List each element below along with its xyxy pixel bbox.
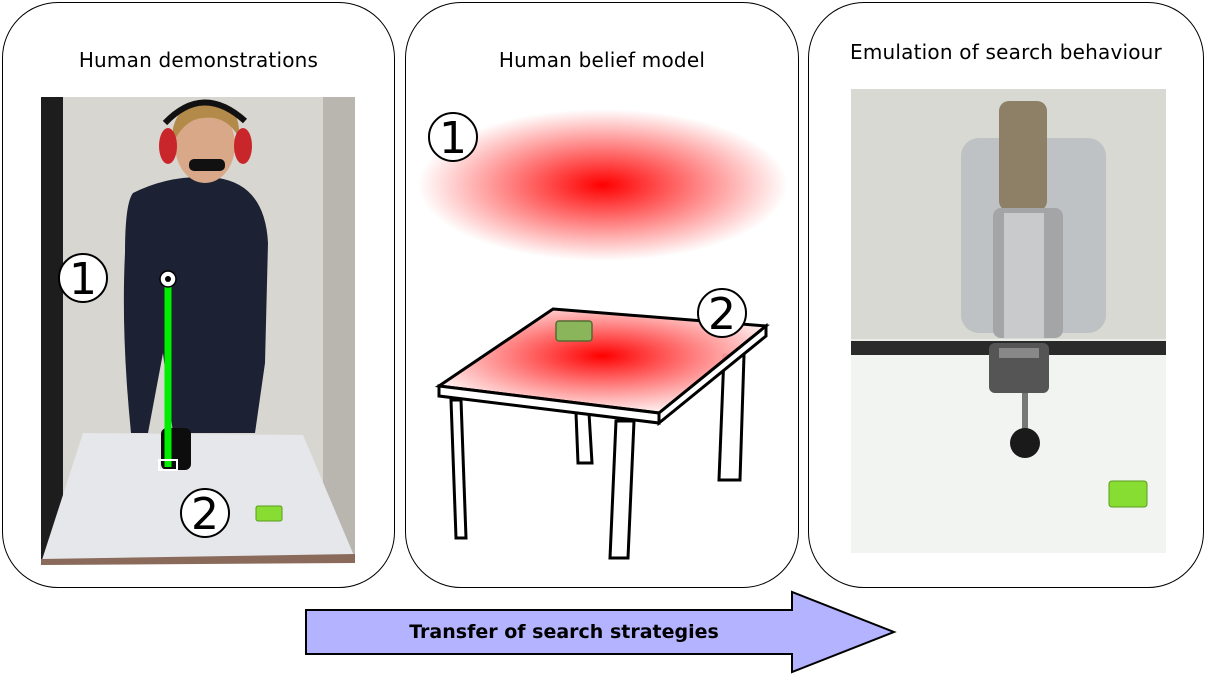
belief-diagram: 1 2 — [418, 109, 788, 560]
svg-text:1: 1 — [69, 254, 97, 305]
marker-2: 2 — [180, 488, 230, 540]
marker-2: 2 — [697, 288, 747, 340]
panel-title: Human belief model — [498, 48, 706, 72]
panel-emulation-search: Emulation of search behaviour — [808, 2, 1204, 588]
panel-title: Emulation of search behaviour — [850, 40, 1162, 64]
marker-1: 1 — [58, 253, 108, 305]
panel-human-belief-model: Human belief model 1 — [405, 2, 799, 588]
panel-human-demonstrations: Human demonstrations 1 2 — [2, 2, 395, 588]
transfer-arrow: Transfer of search strategies — [300, 588, 900, 675]
target-object — [255, 505, 283, 522]
marker-1: 1 — [428, 112, 478, 164]
belief-distribution-air — [418, 109, 788, 261]
demonstration-photo: 1 2 — [41, 97, 355, 565]
target-object — [555, 320, 593, 342]
target-object — [1108, 480, 1148, 508]
svg-text:2: 2 — [191, 489, 219, 540]
svg-text:2: 2 — [708, 289, 736, 340]
panel-title: Human demonstrations — [78, 48, 319, 72]
arrow-label: Transfer of search strategies — [409, 621, 719, 643]
svg-text:1: 1 — [439, 113, 467, 164]
robot-photo — [851, 89, 1166, 553]
